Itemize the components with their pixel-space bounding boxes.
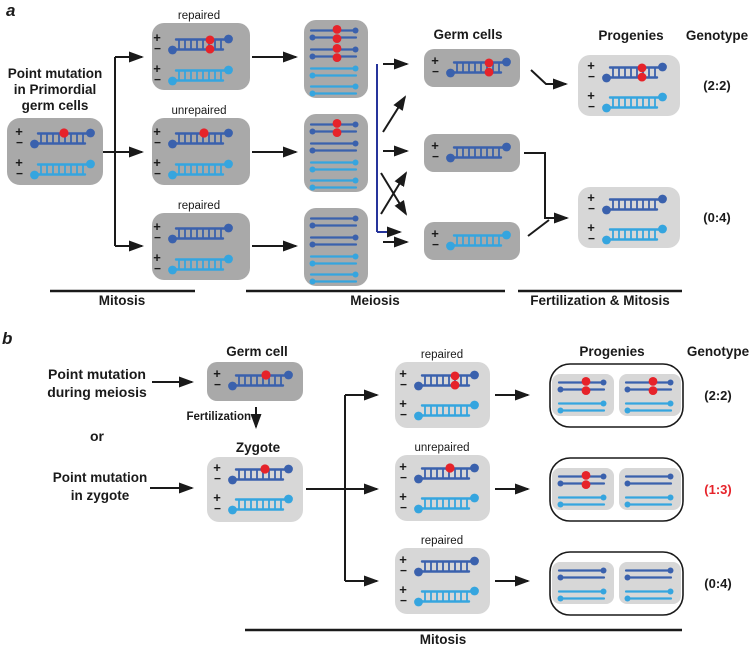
plus-minus-label xyxy=(587,88,596,114)
germ-cell-box xyxy=(207,362,303,401)
progeny-cell-box xyxy=(552,562,614,604)
phase-label-fertilization-mitosis: Fertilization & Mitosis xyxy=(530,293,670,308)
panel-a-intro-line1: Point mutation xyxy=(8,66,103,81)
plus-minus-label xyxy=(431,138,440,164)
plus-minus-label xyxy=(153,30,162,56)
source-zygote-line1: Point mutation xyxy=(53,470,148,485)
progenies-title: Progenies xyxy=(598,28,663,43)
genotype-title: Genotype xyxy=(687,344,750,359)
progeny-cell-box xyxy=(619,468,681,510)
repair-state-label: repaired xyxy=(178,10,220,22)
plus-minus-label xyxy=(153,155,162,181)
repair-state-label: repaired xyxy=(421,535,463,547)
mutation-dot xyxy=(260,464,270,474)
panel-a: a Point mutation in Primordial germ cell… xyxy=(6,1,749,308)
plus-minus-label xyxy=(15,124,24,150)
mutation-dot xyxy=(59,128,69,138)
arrow-diagonal xyxy=(382,95,407,133)
plus-minus-label xyxy=(153,61,162,87)
plus-minus-label xyxy=(587,190,596,216)
plus-minus-label xyxy=(399,582,408,608)
genotype-title: Genotype xyxy=(686,28,749,43)
plus-minus-label xyxy=(587,58,596,84)
phase-label-mitosis: Mitosis xyxy=(420,632,467,645)
germ-cell-box xyxy=(424,49,520,87)
plus-minus-label xyxy=(153,124,162,150)
repair-state-label: repaired xyxy=(421,349,463,361)
progeny-cell-box xyxy=(619,562,681,604)
plus-minus-label xyxy=(153,250,162,276)
plus-minus-label xyxy=(399,459,408,485)
germ-cell-box xyxy=(424,222,520,260)
arrow-bent xyxy=(530,69,568,90)
progeny-cell-box xyxy=(552,468,614,510)
plus-minus-label xyxy=(431,53,440,79)
mutation-dot xyxy=(199,128,209,138)
panel-b: b Point mutation during meiosis Germ cel… xyxy=(2,329,750,645)
meiosis-cell-box xyxy=(304,114,368,192)
germ-cell-box xyxy=(424,134,520,172)
repair-state-label: repaired xyxy=(178,200,220,212)
plus-minus-label xyxy=(431,226,440,252)
primordial-germ-cell-box xyxy=(7,118,103,185)
panel-a-intro-line2: in Primordial xyxy=(14,82,97,97)
or-label: or xyxy=(90,428,105,444)
genotype-value-highlighted: (1:3) xyxy=(704,482,731,497)
genotype-value: (0:4) xyxy=(703,210,730,225)
repair-state-label: unrepaired xyxy=(415,442,470,454)
plus-minus-label xyxy=(153,219,162,245)
plus-minus-label xyxy=(15,155,24,181)
germ-cells-title: Germ cells xyxy=(433,27,502,42)
genotype-value: (2:2) xyxy=(703,78,730,93)
zygote-box xyxy=(207,457,303,522)
panel-b-label: b xyxy=(2,329,12,348)
plus-minus-label xyxy=(213,366,222,392)
germ-cell-title: Germ cell xyxy=(226,344,288,359)
plus-minus-label xyxy=(399,396,408,422)
plus-minus-label xyxy=(399,489,408,515)
phase-label-meiosis: Meiosis xyxy=(350,293,400,308)
fertilization-label: Fertilization xyxy=(186,411,251,423)
genotype-value: (0:4) xyxy=(704,576,731,591)
plus-minus-label xyxy=(399,552,408,578)
genotype-value: (2:2) xyxy=(704,388,731,403)
branch-line xyxy=(306,395,346,581)
source-meiosis-line2: during meiosis xyxy=(47,384,147,400)
source-zygote-line2: in zygote xyxy=(71,488,130,503)
repair-state-label: unrepaired xyxy=(172,105,227,117)
zygote-title: Zygote xyxy=(236,440,281,455)
phase-label-mitosis: Mitosis xyxy=(99,293,146,308)
plus-minus-label xyxy=(213,490,222,516)
mutation-dot xyxy=(261,370,271,380)
plus-minus-label xyxy=(587,220,596,246)
mutation-dot xyxy=(445,463,455,473)
progenies-title: Progenies xyxy=(579,344,644,359)
plus-minus-label xyxy=(399,366,408,392)
source-meiosis-line1: Point mutation xyxy=(48,366,146,382)
arrow-bracket xyxy=(524,152,569,224)
panel-a-intro-line3: germ cells xyxy=(22,98,89,113)
connector-diagonal xyxy=(527,219,550,237)
panel-a-label: a xyxy=(6,1,15,20)
arrow-cross xyxy=(380,171,408,215)
progeny-cell-box xyxy=(619,374,681,416)
plus-minus-label xyxy=(213,460,222,486)
meiosis-cell-box xyxy=(304,208,368,286)
progeny-cell-box xyxy=(552,374,614,416)
